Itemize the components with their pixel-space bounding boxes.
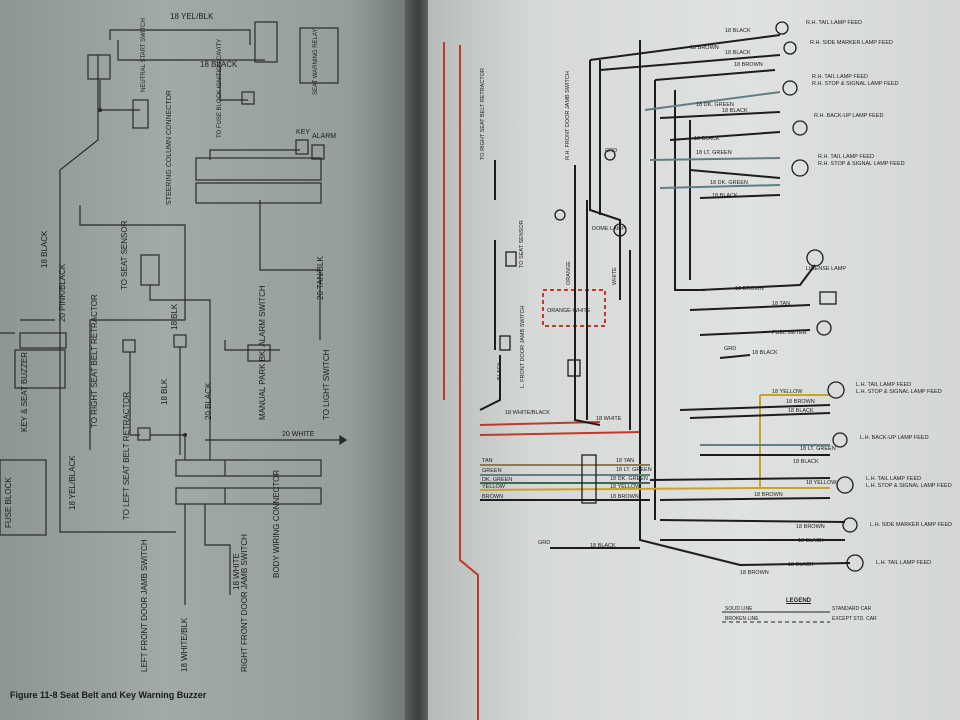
label-license-lamp: LICENSE LAMP: [806, 266, 847, 272]
wire-label-w28: 18 YELLOW: [610, 484, 641, 490]
label-orange: ORANGE: [566, 261, 572, 285]
label-brown: BROWN: [482, 494, 504, 500]
wire-label-w9: 18 DK. GREEN: [710, 180, 748, 186]
label-grd-3: GRD: [538, 540, 551, 546]
wire-label-w16: 18 BLACK: [788, 408, 814, 414]
label-rh-tail-feed-2: R.H. TAIL LAMP FEED: [812, 74, 869, 80]
wire-label-w23: 18 BLACK: [788, 562, 814, 568]
wire-label-w25: 18 TAN: [616, 458, 635, 464]
label-lh-stop-signal-2: L.H. STOP & SIGNAL LAMP FEED: [866, 483, 952, 489]
wire-label-w2: 18 BROWN: [690, 45, 719, 51]
label-alarm: ALARM: [312, 133, 337, 140]
wire-label-w26: 18 LT. GREEN: [616, 467, 652, 473]
legend-broken-right: EXCEPT STD. CAR: [832, 616, 877, 622]
label-rh-front-door: R.H. FRONT DOOR JAMB SWITCH: [565, 71, 571, 160]
label-lh-tail-feed-3: L.H. TAIL LAMP FEED: [876, 560, 932, 566]
label-yel-blk-top: 18 YEL/BLK: [170, 12, 214, 21]
label-rh-stop-signal-2: R.H. STOP & SIGNAL LAMP FEED: [818, 161, 905, 167]
label-black-r: BLACK: [497, 361, 503, 380]
label-tan: TAN: [482, 458, 493, 464]
label-to-seat-sensor-r: TO SEAT SENSOR: [519, 220, 525, 268]
label-green: GREEN: [482, 468, 502, 474]
legend-broken-left: BROKEN LINE: [725, 616, 759, 622]
label-lh-side-marker: L.H. SIDE MARKER LAMP FEED: [870, 522, 953, 528]
wire-label-w14: 18 YELLOW: [772, 389, 803, 395]
label-black-top: 18 BLACK: [200, 60, 238, 69]
legend-solid-left: SOLID LINE: [725, 606, 753, 612]
label-lh-stop-signal-1: L.H. STOP & SIGNAL LAMP FEED: [856, 389, 942, 395]
label-grd-2: GRD: [724, 346, 737, 352]
wire-label-w5: 18 DK. GREEN: [696, 102, 734, 108]
left-manual-page: [0, 0, 410, 720]
wire-label-w27: 18 DK. GREEN: [610, 476, 648, 482]
wire-label-w17: 18 LT. GREEN: [800, 446, 836, 452]
label-rh-tail-feed-3: R.H. TAIL LAMP FEED: [818, 154, 875, 160]
label-18-white-black: 18 WHITE/BLACK: [505, 410, 550, 416]
wire-label-w29: 18 BROWN: [610, 494, 639, 500]
wire-label-w3: 18 BLACK: [725, 50, 751, 56]
label-lh-front-door: L. FRONT DOOR JAMB SWITCH: [520, 305, 526, 388]
wire-label-w6: 18 BLACK: [722, 108, 748, 114]
label-rh-side-marker: R.H. SIDE MARKER LAMP FEED: [810, 40, 894, 46]
wire-label-w19: 18 YELLOW: [806, 480, 837, 486]
wire-label-w18: 18 BLACK: [793, 459, 819, 465]
label-lh-backup: L.H. BACK-UP LAMP FEED: [860, 435, 929, 441]
wire-label-w20: 18 BROWN: [754, 492, 783, 498]
label-to-right-retractor-r: TO RIGHT SEAT BELT RETRACTOR: [480, 68, 486, 160]
wire-label-w11: 18 BROWN: [735, 286, 764, 292]
legend-solid-right: STANDARD CAR: [832, 606, 872, 612]
label-dome-lamp: DOME LAMP: [592, 226, 626, 232]
label-grd-1: GRD: [605, 148, 618, 154]
wire-label-w30: 18 BLACK: [590, 543, 616, 549]
wire-label-w21: 18 BROWN: [796, 524, 825, 530]
figure-caption: Figure 11-8 Seat Belt and Key Warning Bu…: [10, 690, 207, 700]
wire-label-w1: 18 BLACK: [725, 28, 751, 34]
wire-label-w24: 18 BROWN: [740, 570, 769, 576]
wire-label-w22: 18 BLACK: [798, 538, 824, 544]
label-20-white: 20 WHITE: [282, 431, 315, 438]
wire-label-w10: 18 BLACK: [712, 193, 738, 199]
label-yellow: YELLOW: [482, 484, 505, 490]
label-rh-stop-signal-1: R.H. STOP & SIGNAL LAMP FEED: [812, 81, 899, 87]
label-orange-white: ORANGE-WHITE: [547, 308, 591, 314]
label-lh-tail-feed-2: L.H. TAIL LAMP FEED: [866, 476, 922, 482]
label-key: KEY: [296, 129, 311, 136]
wire-label-w15: 18 BROWN: [786, 399, 815, 405]
wire-label-w4: 18 BROWN: [734, 62, 763, 68]
label-white-r: WHITE: [612, 267, 618, 285]
wire-label-w13: 18 BLACK: [752, 350, 778, 356]
legend-title: LEGEND: [786, 598, 812, 604]
label-fuel-meter: FUEL METER: [772, 330, 807, 336]
wire-label-w12: 18 TAN: [772, 301, 791, 307]
label-rh-backup: R.H. BACK-UP LAMP FEED: [814, 113, 884, 119]
label-rh-tail-feed-1: R.H. TAIL LAMP FEED: [806, 20, 863, 26]
wire-label-w7: 18 LT. GREEN: [696, 150, 732, 156]
right-manual-page: [428, 0, 960, 720]
label-lh-tail-feed-1: L.H. TAIL LAMP FEED: [856, 382, 912, 388]
left-wiring-diagram: [0, 21, 348, 605]
label-dk-green: DK. GREEN: [482, 477, 513, 483]
label-18-white-r: 18 WHITE: [596, 416, 622, 422]
wire-label-w8: 18 BLACK: [694, 136, 720, 142]
